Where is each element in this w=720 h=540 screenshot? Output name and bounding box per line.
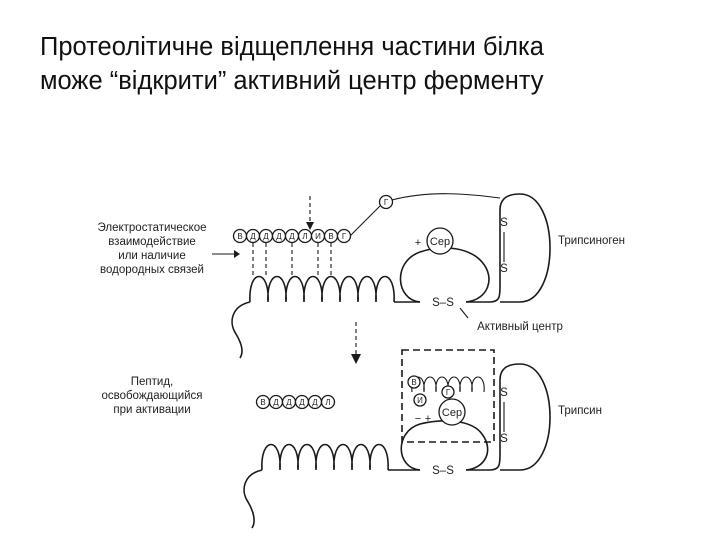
- site-res-v: В: [411, 378, 416, 387]
- site-res-i: И: [417, 396, 423, 405]
- released-peptide: В Д Д Д Д Л: [255, 394, 336, 410]
- trypsinogen-peptide: В Д Д Д Д Л И В Г: [232, 228, 352, 244]
- peptide-label: Пептид, освобождающийся при активации: [101, 376, 202, 416]
- peptide-label-line-3: при активации: [113, 404, 190, 416]
- tp-res-9: Г: [342, 232, 347, 241]
- interaction-label-line-2: взаимодействие: [108, 236, 196, 248]
- bp-res-1: В: [260, 398, 265, 407]
- cleavage-arrow-top: [306, 196, 314, 230]
- interaction-label-line-1: Электростатическое: [97, 222, 206, 234]
- ser-label-top: Сер: [430, 236, 450, 248]
- tp-res-4: Д: [276, 232, 282, 241]
- tp-res-1: В: [237, 232, 242, 241]
- s-bottom-lower: S: [500, 433, 508, 445]
- tp-res-5: Д: [289, 232, 295, 241]
- s-top-lower: S: [500, 263, 508, 275]
- trypsinogen-helix: [249, 275, 395, 303]
- bp-res-3: Д: [286, 398, 292, 407]
- activation-arrow: [351, 322, 361, 364]
- bp-res-6: Л: [325, 398, 330, 407]
- trypsin-structure: Сер + − В И Г S–S S S: [243, 363, 551, 529]
- top-g-residue: Г: [384, 198, 389, 207]
- s-top-upper: S: [500, 217, 508, 229]
- title-line-1: Протеолітичне відщеплення частини білка: [40, 33, 544, 61]
- site-res-g: Г: [446, 388, 451, 397]
- bp-res-5: Д: [312, 398, 318, 407]
- interaction-arrow: [212, 250, 240, 258]
- interaction-dashes: [252, 243, 332, 276]
- trypsin-label: Трипсин: [558, 405, 602, 417]
- peptide-label-line-1: Пептид,: [131, 376, 174, 388]
- interaction-label-line-4: водородных связей: [100, 264, 204, 276]
- plus-top: +: [415, 237, 421, 249]
- tp-res-2: Д: [250, 232, 256, 241]
- disulfide-top-bottom: S–S: [432, 297, 454, 309]
- active-center-label: Активный центр: [477, 321, 563, 333]
- s-bottom-upper: S: [500, 387, 508, 399]
- interaction-label-line-3: или наличие: [118, 250, 185, 262]
- slide-title: Протеолітичне відщеплення частини білка …: [40, 30, 700, 98]
- tp-res-7: И: [315, 232, 321, 241]
- plus-bottom: +: [425, 413, 431, 425]
- active-center-box: [401, 349, 495, 443]
- disulfide-bottom: S–S: [432, 465, 454, 477]
- bp-res-4: Д: [299, 398, 305, 407]
- trypsinogen-structure: Сер + S–S S S Г: [231, 193, 551, 359]
- bp-res-2: Д: [273, 398, 279, 407]
- title-line-2: може “відкрити” активний центр ферменту: [40, 67, 544, 95]
- tp-res-6: Л: [302, 232, 307, 241]
- trypsin-helix: [261, 443, 389, 471]
- minus-bottom: −: [415, 413, 421, 425]
- tp-res-3: Д: [263, 232, 269, 241]
- ser-label-bottom: Сер: [442, 407, 462, 419]
- peptide-label-line-2: освобождающийся: [101, 390, 202, 402]
- trypsinogen-label: Трипсиноген: [558, 235, 625, 247]
- interaction-label: Электростатическое взаимодействие или на…: [97, 222, 206, 276]
- tp-res-8: В: [328, 232, 333, 241]
